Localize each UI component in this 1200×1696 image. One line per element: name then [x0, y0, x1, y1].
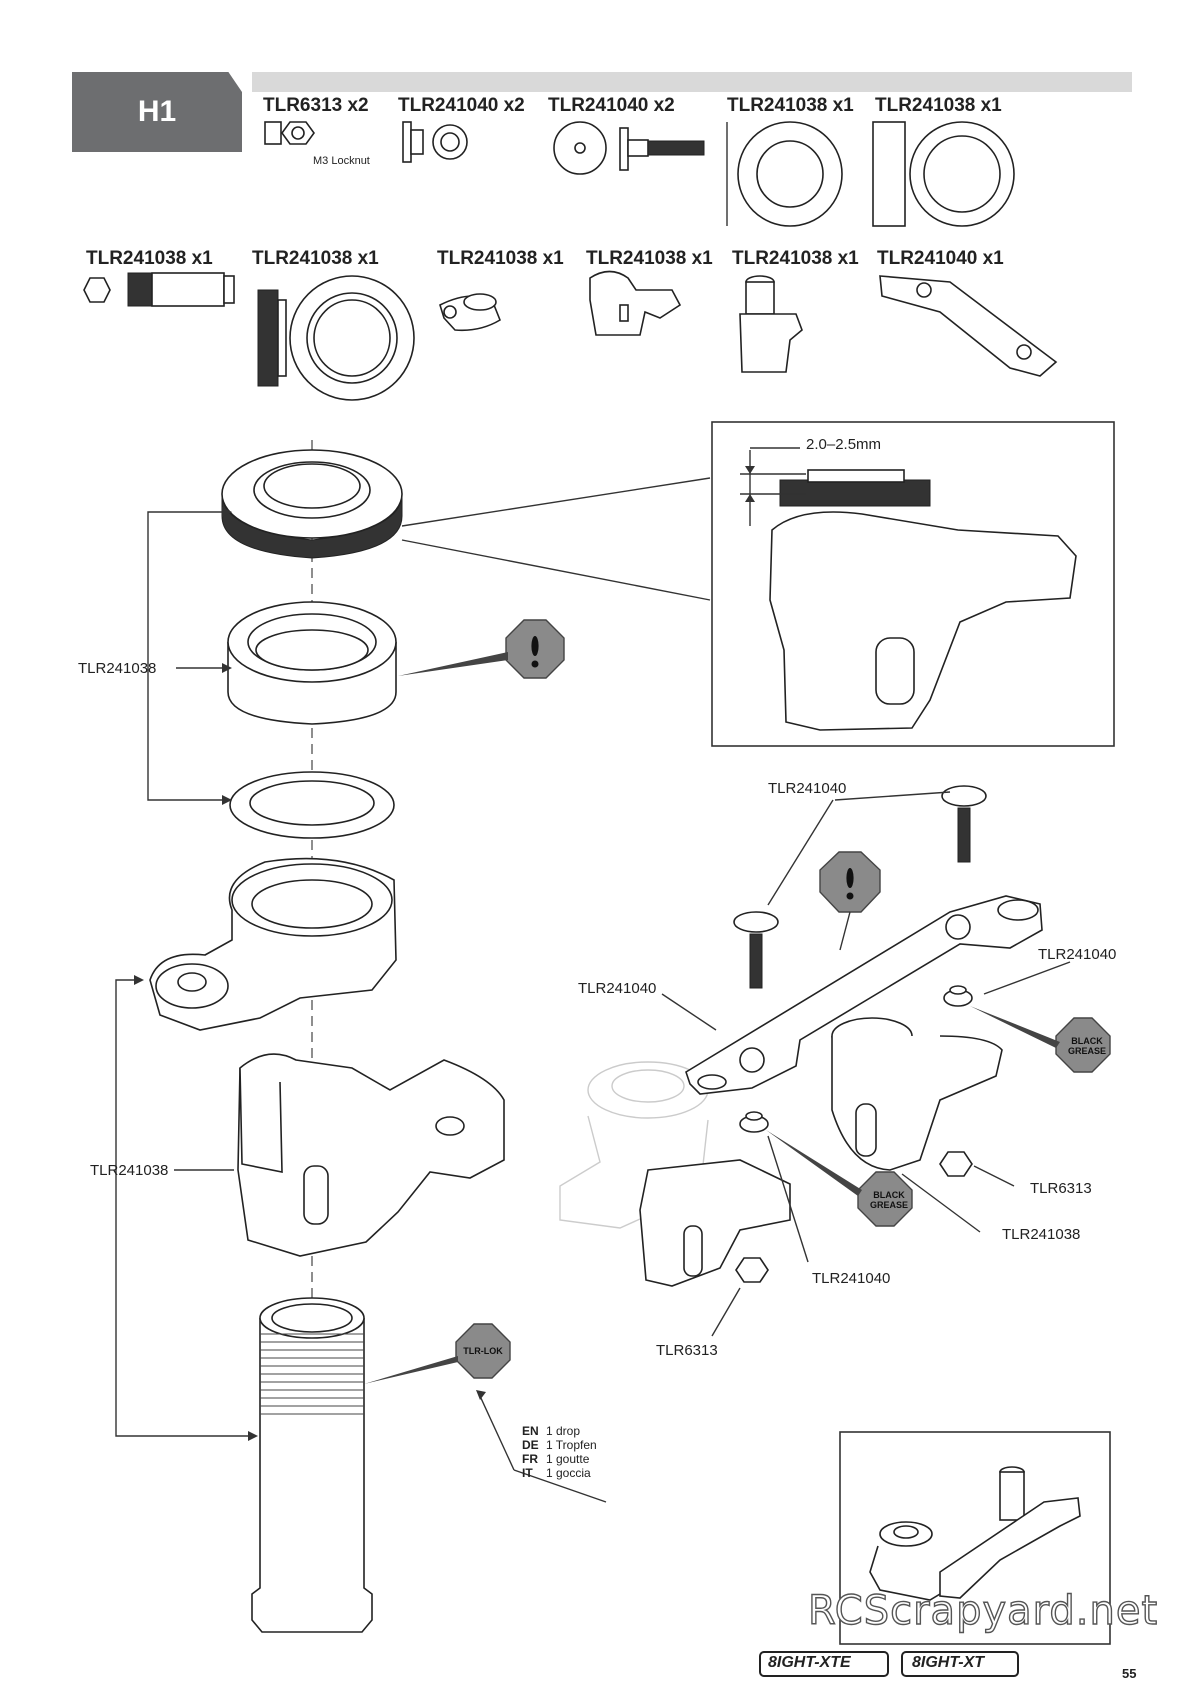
part-label: TLR241038 x1 — [727, 95, 854, 116]
callout-label: TLR241038 — [1002, 1226, 1081, 1243]
part-label: TLR241038 x1 — [252, 248, 379, 269]
warning-icon — [398, 619, 565, 679]
carrier-exploded — [237, 1053, 505, 1257]
spacer-icon — [739, 1111, 769, 1133]
callout-label: TLR6313 — [1030, 1180, 1092, 1197]
locknut-icon — [939, 1151, 973, 1177]
part-label: TLR241038 x1 — [875, 95, 1002, 116]
brand-xte: 8IGHT-XTE — [768, 1654, 851, 1671]
callout-label: TLR241040 — [578, 980, 657, 997]
part-label: TLR241038 x1 — [86, 248, 213, 269]
part-label: TLR6313 x2 — [263, 95, 369, 116]
screw-icon — [733, 911, 779, 989]
part-note: M3 Locknut — [313, 155, 370, 167]
part-label: TLR241038 x1 — [437, 248, 564, 269]
page-number: 55 — [1122, 1666, 1137, 1681]
carrier-icon — [589, 270, 682, 336]
part-label: TLR241040 x2 — [548, 95, 675, 116]
adjuster-nut-icon — [257, 275, 415, 401]
part-label: TLR241040 x1 — [877, 248, 1004, 269]
callout-label: TLR6313 — [656, 1342, 718, 1359]
bellcrank-exploded — [149, 857, 397, 1031]
inset-assembly — [740, 447, 1077, 731]
callout-label: TLR241038 — [90, 1162, 169, 1179]
callout-label: TLR241038 — [78, 660, 157, 677]
part-label: TLR241038 x1 — [732, 248, 859, 269]
spacer-icon — [943, 985, 973, 1007]
callout-label: TLR241040 — [1038, 946, 1117, 963]
steering-post-exploded — [251, 1297, 373, 1633]
part-label: TLR241038 x1 — [586, 248, 713, 269]
grease-label: BLACK GREASE — [1067, 1036, 1106, 1056]
grease-icon — [766, 1130, 913, 1227]
post-carrier-exploded — [831, 1017, 1003, 1171]
callout-label: TLR241040 — [812, 1270, 891, 1287]
screw-icon — [553, 121, 705, 175]
carrier-exploded — [639, 1159, 791, 1287]
brand-logo — [759, 1651, 1019, 1677]
grease-icon — [970, 1006, 1111, 1073]
bellcrank-arm-icon — [439, 293, 501, 332]
part-label: TLR241040 x2 — [398, 95, 525, 116]
grease-label: BLACK GREASE — [869, 1190, 908, 1210]
spacer-icon — [402, 121, 468, 163]
steering-bar-icon — [879, 275, 1058, 377]
shim-washer-exploded — [229, 771, 395, 839]
completed-assembly-thumbnail — [869, 1466, 1081, 1601]
locknut-icon — [735, 1257, 769, 1283]
shim-washer-icon — [726, 121, 843, 227]
gap-dimension: 2.0–2.5mm — [806, 436, 882, 453]
callout-label: TLR241040 — [768, 780, 847, 797]
threadlock-label: TLR-LOK — [463, 1346, 503, 1356]
header-rule — [252, 72, 1132, 92]
adjuster-nut-exploded — [221, 449, 403, 559]
threadlock-icon — [364, 1323, 607, 1503]
bearing-ring-exploded — [227, 601, 397, 725]
brand-xt: 8IGHT-XT — [912, 1654, 985, 1671]
locknut-icon — [264, 121, 315, 145]
step-label: H1 — [72, 72, 242, 152]
screw-icon — [941, 785, 987, 863]
bearing-ring-icon — [872, 121, 1015, 227]
steering-post-icon — [83, 272, 235, 307]
watermark: RCScrapyard.net — [807, 1587, 1159, 1634]
steering-bar-exploded — [685, 895, 1043, 1095]
warning-icon — [819, 851, 881, 951]
post-carrier-icon — [739, 275, 803, 373]
